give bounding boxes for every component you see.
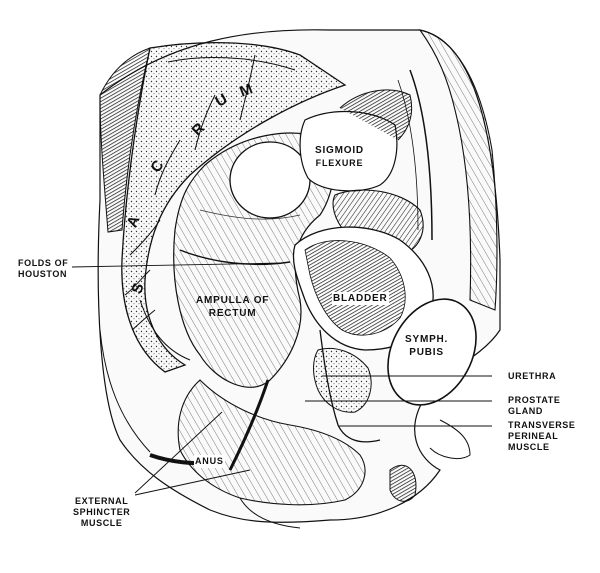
urethra xyxy=(319,329,381,443)
urethra-label: URETHRA xyxy=(508,371,557,381)
prostate-gland xyxy=(313,347,372,413)
abdominal-wall xyxy=(418,29,498,311)
leader-folds xyxy=(71,262,283,268)
folds-of-houston-label: FOLDS OF HOUSTON xyxy=(18,258,69,279)
bladder-label: BLADDER xyxy=(332,292,389,305)
anal-region xyxy=(177,379,366,506)
sacrum-bone xyxy=(121,42,347,373)
prostate-gland-label: PROSTATE GLAND xyxy=(508,395,561,416)
ampulla-label: AMPULLA OF RECTUM xyxy=(196,295,270,319)
back-muscle xyxy=(99,47,151,233)
sigmoid-flexure-label: SIGMOID FLEXURE xyxy=(314,144,365,170)
external-sphincter-label: EXTERNAL SPHINCTER MUSCLE xyxy=(73,496,131,528)
anus-label: ANUS xyxy=(194,455,225,468)
bowel-loop xyxy=(229,141,311,219)
transverse-perineal-label: TRANSVERSE PERINEAL MUSCLE xyxy=(508,420,576,452)
leader-sphincter-1 xyxy=(134,411,223,494)
bulb xyxy=(389,464,417,502)
symph-pubis-label: SYMPH. PUBIS xyxy=(405,334,449,358)
anal-canal xyxy=(228,379,270,471)
leader-sphincter-2 xyxy=(134,469,251,496)
